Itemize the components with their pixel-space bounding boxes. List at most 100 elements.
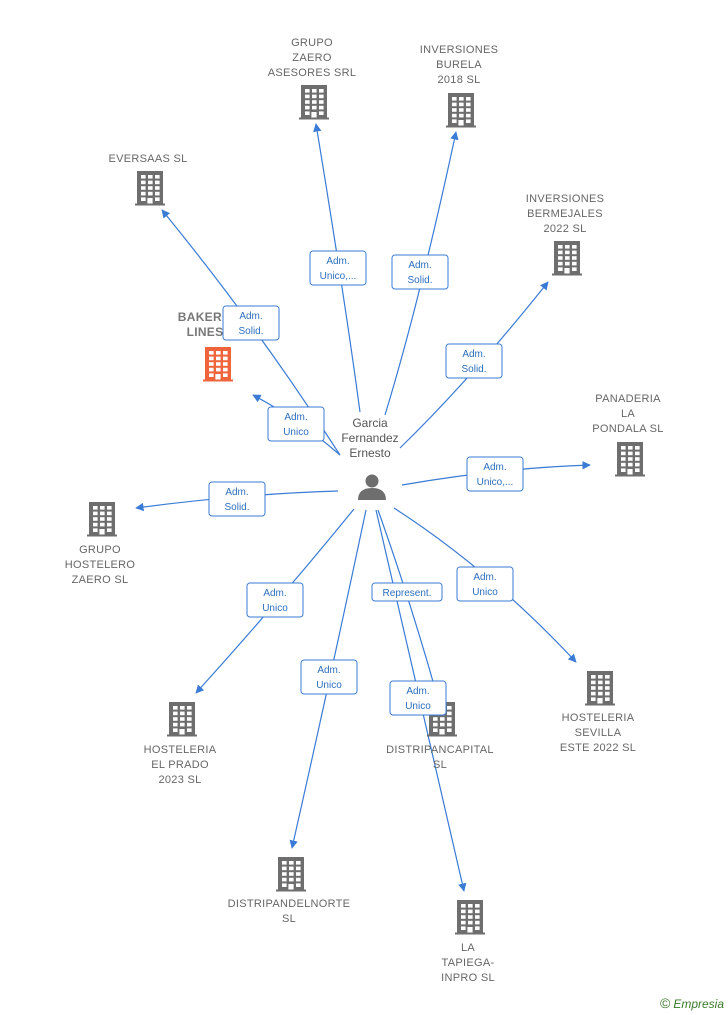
building-icon bbox=[276, 857, 306, 892]
edge-label-box bbox=[309, 250, 367, 286]
edge-label-text: Solid. bbox=[407, 275, 432, 286]
edge-label-text: Unico bbox=[283, 427, 309, 438]
edge-label-text: Adm. bbox=[462, 349, 485, 360]
building-icon bbox=[299, 85, 329, 120]
building-icon bbox=[135, 171, 165, 206]
node-label: GRUPO bbox=[291, 37, 333, 49]
edge-label-text: Adm. bbox=[326, 256, 349, 267]
edge-label-text: Solid. bbox=[461, 364, 486, 375]
node-label: 2018 SL bbox=[437, 74, 480, 86]
node-label: HOSTELERIA bbox=[144, 744, 217, 756]
edge-label-text: Adm. bbox=[263, 588, 286, 599]
node-label: BURELA bbox=[436, 59, 482, 71]
brand-name: Empresia bbox=[673, 997, 724, 1011]
node-label: BERMEJALES bbox=[527, 208, 603, 220]
brand-watermark: ©Empresia bbox=[660, 995, 724, 1011]
node-eversaas[interactable]: EVERSAAS SL bbox=[108, 153, 187, 206]
node-label: PONDALA SL bbox=[592, 423, 663, 435]
node-label: GRUPO bbox=[79, 544, 121, 556]
node-label: SL bbox=[433, 759, 447, 771]
node-label: DISTRIPANDELNORTE bbox=[228, 898, 351, 910]
edge-label-text: Solid. bbox=[224, 502, 249, 513]
edge-label-eversaas[interactable]: Adm.Solid. bbox=[222, 305, 280, 341]
building-icon bbox=[455, 900, 485, 935]
node-label: 2022 SL bbox=[543, 223, 586, 235]
edge-label-bakerm-lines[interactable]: Adm. Unico bbox=[267, 406, 325, 442]
edge-label-distripancapital[interactable]: Represent. bbox=[371, 582, 443, 602]
edge-label-inversiones-burela[interactable]: Adm. Solid. bbox=[391, 254, 449, 290]
copyright-icon: © bbox=[659, 995, 671, 1011]
edge-label-text: Unico bbox=[472, 587, 498, 598]
nodes-layer: GRUPO ZAERO ASESORES SRL INVERSIONES BURELA 2… bbox=[65, 37, 664, 984]
node-label: EVERSAAS SL bbox=[108, 153, 187, 165]
node-label: EL PRADO bbox=[151, 759, 209, 771]
building-icon bbox=[552, 241, 582, 276]
edge-label-hosteleria-el-prado[interactable]: Adm. Unico bbox=[246, 582, 304, 618]
edge-label-box bbox=[389, 680, 447, 716]
building-icon bbox=[87, 502, 117, 537]
node-label: ASESORES SRL bbox=[268, 67, 357, 79]
building-icon bbox=[446, 93, 476, 128]
node-label: BAKERM bbox=[178, 310, 232, 324]
node-panaderia-la-pondala[interactable]: PANADERIA LA PONDALA SL bbox=[592, 393, 663, 477]
edge-label-distripandelnorte[interactable]: Adm. Unico bbox=[300, 659, 358, 695]
node-hosteleria-el-prado[interactable]: HOSTELERIA EL PRADO 2023 SL bbox=[144, 702, 217, 786]
node-label: ZAERO bbox=[292, 52, 332, 64]
node-label: DISTRIPANCAPITAL bbox=[386, 744, 494, 756]
node-label: HOSTELERIA bbox=[562, 712, 635, 724]
node-label: 2023 SL bbox=[158, 774, 201, 786]
edge-label-text: Unico bbox=[316, 680, 342, 691]
edge-label-box bbox=[466, 456, 524, 492]
edge-label-hosteleria-sevilla-este[interactable]: Adm.Unico bbox=[456, 566, 514, 602]
edge-label-text: Adm. bbox=[406, 686, 429, 697]
center-label: Ernesto bbox=[349, 446, 391, 460]
node-label: ESTE 2022 SL bbox=[560, 742, 636, 754]
edge-label-text: Represent. bbox=[383, 588, 432, 599]
edge-label-inversiones-bermejales[interactable]: Adm. Solid. bbox=[445, 343, 503, 379]
edge-label-box bbox=[371, 582, 443, 602]
node-inversiones-bermejales[interactable]: INVERSIONES BERMEJALES 2022 SL bbox=[526, 193, 605, 276]
edge-label-text: Unico bbox=[405, 701, 431, 712]
building-icon bbox=[615, 442, 645, 477]
edge-label-box bbox=[445, 343, 503, 379]
edge-label-box bbox=[246, 582, 304, 618]
edge-label-box bbox=[267, 406, 325, 442]
edge-label-text: Adm. bbox=[408, 260, 431, 271]
node-grupo-zaero-asesores[interactable]: GRUPO ZAERO ASESORES SRL bbox=[268, 37, 357, 120]
center-label: Garcia bbox=[352, 416, 388, 430]
edge-label-la-tapiega-inpro[interactable]: Adm. Unico bbox=[389, 680, 447, 716]
edge-label-text: Adm. bbox=[483, 462, 506, 473]
edge-label-text: Solid. bbox=[238, 326, 263, 337]
node-label: LA bbox=[621, 408, 635, 420]
node-label: HOSTELERO bbox=[65, 559, 136, 571]
edge-label-text: Adm. bbox=[284, 412, 307, 423]
edges-layer bbox=[135, 123, 591, 892]
building-icon bbox=[203, 347, 233, 382]
building-icon bbox=[585, 671, 615, 706]
edge-label-text: Unico bbox=[262, 603, 288, 614]
edge-label-text: Unico,... bbox=[320, 271, 357, 282]
edge-label-grupo-zaero-asesores[interactable]: Adm. Unico,... bbox=[309, 250, 367, 286]
node-label: PANADERIA bbox=[595, 393, 661, 405]
person-icon bbox=[358, 474, 386, 500]
edge-label-panaderia-la-pondala[interactable]: Adm. Unico,... bbox=[466, 456, 524, 492]
edge-label-text: Unico,... bbox=[477, 477, 514, 488]
edge-label-text: Adm. bbox=[317, 665, 340, 676]
node-label: ZAERO SL bbox=[72, 574, 129, 586]
building-icon bbox=[167, 702, 197, 737]
edge-label-box bbox=[300, 659, 358, 695]
node-label: INPRO SL bbox=[441, 972, 495, 984]
edge-label-text: Adm. bbox=[225, 487, 248, 498]
edge-label-box bbox=[391, 254, 449, 290]
node-label: LA bbox=[461, 942, 475, 954]
node-grupo-hostelero-zaero[interactable]: GRUPO HOSTELERO ZAERO SL bbox=[65, 502, 136, 586]
node-label: INVERSIONES bbox=[526, 193, 605, 205]
edge-label-grupo-hostelero-zaero[interactable]: Adm. Solid. bbox=[208, 481, 266, 517]
